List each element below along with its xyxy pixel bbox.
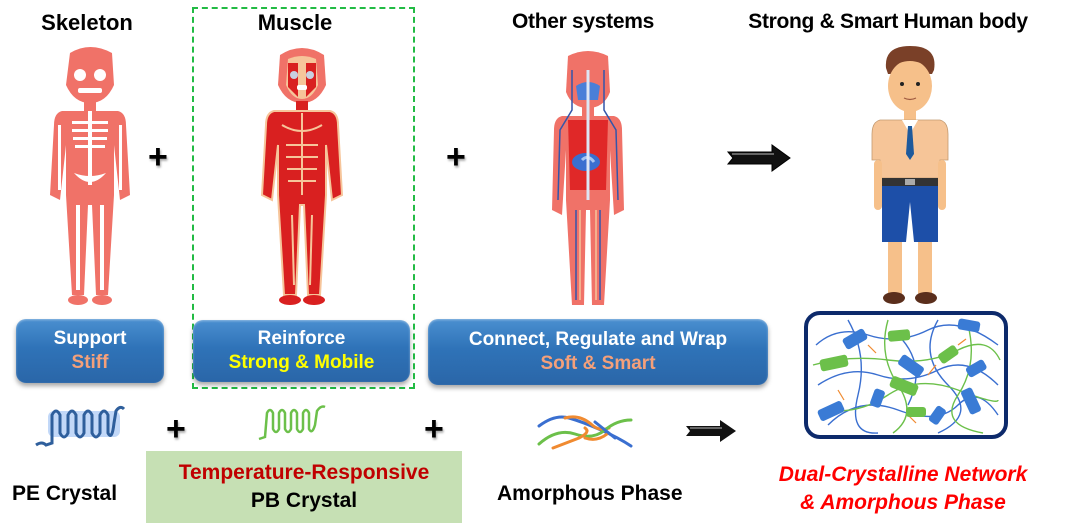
skeleton-figure	[40, 45, 140, 307]
pe-crystal-icon	[30, 403, 130, 453]
dual-crystalline-network-label: Dual-Crystalline Network	[778, 463, 1028, 486]
pb-crystal-panel: Temperature-Responsive PB Crystal	[146, 451, 462, 523]
title-skeleton: Skeleton	[41, 10, 133, 35]
reinforce-label: Reinforce	[257, 328, 346, 349]
strong-mobile-label: Strong & Mobile	[228, 352, 375, 373]
muscle-figure	[252, 45, 352, 307]
plus-icon: +	[148, 138, 168, 176]
support-box: Support Stiff	[16, 319, 164, 383]
arrow-right-icon	[726, 144, 792, 172]
stiff-label: Stiff	[71, 352, 109, 373]
title-muscle: Muscle	[257, 10, 333, 35]
organ-systems-figure	[548, 50, 628, 312]
title-human-body: Strong & Smart Human body	[748, 10, 1028, 33]
arrow-right-icon	[686, 420, 738, 442]
support-label: Support	[53, 328, 127, 349]
plus-icon: +	[166, 410, 186, 448]
reinforce-box: Reinforce Strong & Mobile	[193, 320, 410, 382]
pb-crystal-icon	[255, 403, 335, 445]
amorphous-phase-label: Amorphous Phase	[497, 482, 683, 505]
connect-box: Connect, Regulate and Wrap Soft & Smart	[428, 319, 768, 385]
temperature-responsive-label: Temperature-Responsive	[178, 461, 430, 484]
result-label: Dual-Crystalline Network & Amorphous Pha…	[748, 461, 1058, 517]
muscle-highlight-frame	[192, 7, 415, 389]
connect-label: Connect, Regulate and Wrap	[468, 329, 728, 350]
amorphous-phase-result-label: & Amorphous Phase	[800, 491, 1006, 514]
plus-icon: +	[424, 410, 444, 448]
network-diagram	[804, 311, 1008, 439]
plus-icon: +	[446, 138, 466, 176]
soft-smart-label: Soft & Smart	[540, 353, 656, 374]
title-other-systems: Other systems	[511, 10, 654, 33]
pb-crystal-label: PB Crystal	[250, 489, 358, 512]
human-figure	[862, 42, 958, 310]
pe-crystal-label: PE Crystal	[12, 482, 118, 505]
amorphous-phase-icon	[535, 408, 635, 450]
